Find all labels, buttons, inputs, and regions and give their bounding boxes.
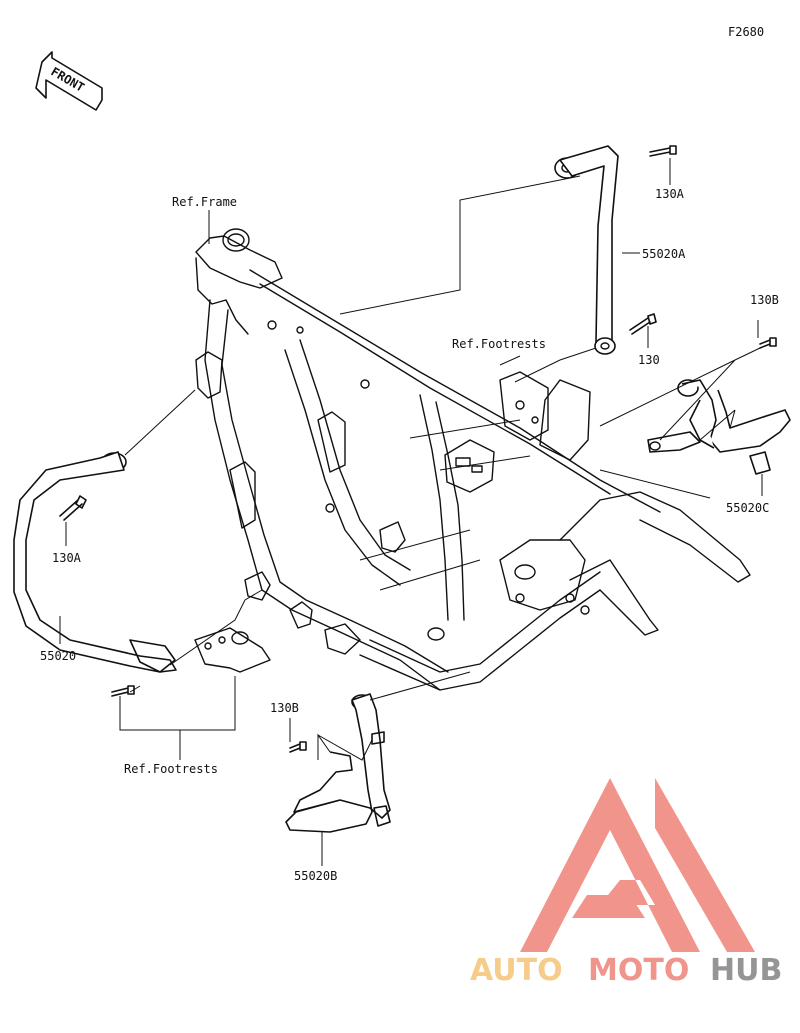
label-55020A: 55020A: [642, 247, 686, 261]
label-55020B: 55020B: [294, 869, 337, 883]
watermark-auto: AUTO: [470, 953, 563, 988]
guard-55020C: [647, 337, 791, 475]
label-ref-footrests-bottom: Ref.Footrests: [124, 762, 218, 776]
guard-55020B: [285, 693, 391, 833]
watermark-moto: MOTO: [588, 953, 689, 988]
label-130B-top: 130B: [750, 293, 779, 307]
label-ref-frame: Ref.Frame: [172, 195, 237, 209]
label-55020C: 55020C: [726, 501, 769, 515]
footrest-bracket-left: [111, 627, 271, 697]
watermark-logo: AUTO MOTO HUB: [470, 778, 782, 988]
front-arrow-icon: FRONT: [35, 51, 103, 111]
logo-triangle-icon: [520, 778, 755, 952]
leader-lines: [59, 158, 763, 866]
label-130A-top: 130A: [655, 187, 685, 201]
guard-55020: [13, 451, 177, 673]
logo-triangle-inner-icon: [572, 895, 645, 918]
guard-55020A: [554, 145, 677, 355]
label-130B-bottom: 130B: [270, 701, 299, 715]
front-arrow-label: FRONT: [49, 64, 87, 94]
diagram-code: F2680: [728, 25, 764, 39]
label-130A-left: 130A: [52, 551, 82, 565]
label-55020: 55020: [40, 649, 76, 663]
motorcycle-frame: [195, 228, 751, 691]
label-ref-footrests-top: Ref.Footrests: [452, 337, 546, 351]
label-130: 130: [638, 353, 660, 367]
watermark-hub: HUB: [710, 953, 782, 988]
